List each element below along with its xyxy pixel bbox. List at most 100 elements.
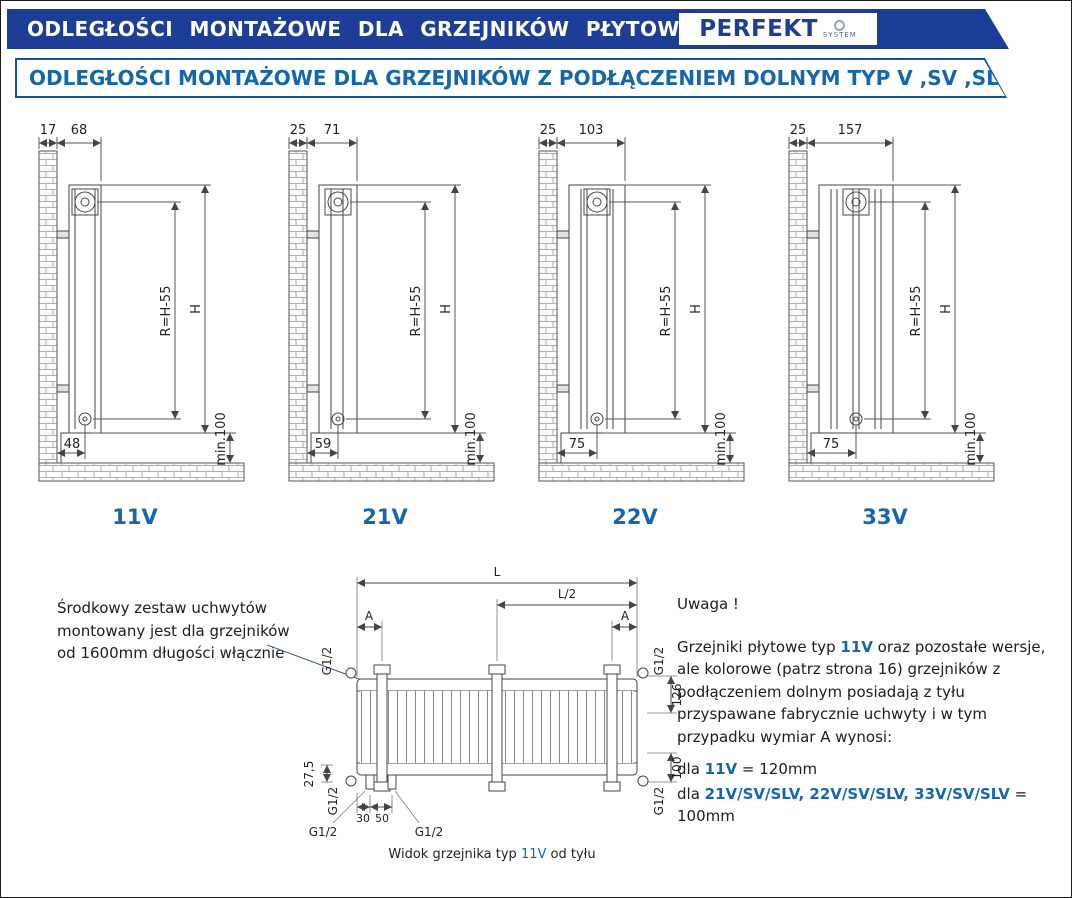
g12-top-left: G1/2: [320, 647, 334, 676]
page-title: ODLEGŁOŚCI MONTAŻOWE DLA GRZEJNIKÓW PŁYT…: [27, 17, 727, 41]
dimension-lines: [288, 137, 486, 463]
mounting-note-line: montowany jest dla grzejników: [57, 621, 290, 640]
diagram-21v-drawing: 25 71 R=H-55 H min.100 59: [288, 123, 495, 482]
dim-wall-offset: 25: [790, 123, 807, 138]
diagram-11v-drawing: 17 68 R=H-55 H min.100 48: [38, 123, 245, 482]
dim-length: L: [494, 565, 501, 579]
main-header: ODLEGŁOŚCI MONTAŻOWE DLA GRZEJNIKÓW PŁYT…: [7, 9, 1009, 49]
radiator-side-view: [306, 184, 358, 463]
diagram-type-label: 21V: [362, 505, 408, 529]
floor: [288, 462, 495, 482]
notes-text: = 100mm: [677, 784, 1028, 826]
dim-r: R=H-55: [159, 286, 174, 337]
brand-mark: SYSTEM: [823, 20, 857, 39]
notes-text: dla: [677, 760, 705, 778]
rear-view-caption: Widok grzejnika typ 11V od tyłu: [267, 847, 717, 862]
dim-min-clearance: min.100: [714, 412, 729, 465]
dim-depth: 103: [579, 123, 604, 138]
mounting-brackets: [373, 664, 621, 792]
dimension-lines: [323, 579, 675, 811]
diagram-type-label: 33V: [862, 505, 908, 529]
dim-depth: 68: [71, 123, 88, 138]
diagram-type-label: 11V: [112, 505, 158, 529]
dim-wall-offset: 17: [40, 123, 57, 138]
dim-a-right: A: [621, 609, 630, 623]
dim-r: R=H-55: [659, 286, 674, 337]
mounting-note-line: Środkowy zestaw uchwytów: [57, 599, 268, 617]
dim-foot: 75: [569, 437, 586, 452]
diagram-column-11v: 17 68 R=H-55 H min.100 48 11V: [25, 123, 275, 529]
notes-title: Uwaga !: [677, 595, 739, 613]
radiator-rear-view: [345, 664, 649, 792]
notes: Uwaga ! Grzejniki płytowe typ 11V oraz p…: [677, 593, 1065, 838]
mounting-note-line: od 1600mm długości włącznie: [57, 644, 285, 662]
notes-line-11v: dla 11V = 120mm: [677, 758, 1065, 781]
radiator-side-view: [56, 184, 102, 463]
g12-bottom-left: G1/2: [326, 787, 340, 816]
dimension-lines: [538, 137, 736, 463]
dim-50: 50: [375, 812, 389, 825]
mounting-note: Środkowy zestaw uchwytów montowany jest …: [57, 597, 290, 665]
radiator-side-view: [806, 184, 894, 463]
dim-foot: 48: [64, 437, 81, 452]
notes-text: Grzejniki płytowe typ: [677, 637, 841, 656]
caption-text: od tyłu: [546, 847, 596, 862]
dim-min-clearance: min.100: [214, 412, 229, 465]
diagram-22v-drawing: 25 103 R=H-55 H min.100 75: [538, 123, 745, 482]
dim-r: R=H-55: [409, 286, 424, 337]
notes-text: oraz pozostałe wersje, ale kolorowe (pat…: [677, 637, 1046, 746]
diagram-type-label: 22V: [612, 505, 658, 529]
floor: [788, 462, 995, 482]
caption-type: 11V: [520, 847, 547, 862]
diagram-row: 17 68 R=H-55 H min.100 48 11V: [25, 123, 1025, 529]
g12-bottom-label-left: G1/2: [309, 825, 338, 839]
wall: [38, 150, 58, 464]
wall: [288, 150, 308, 464]
section-title: ODLEGŁOŚCI MONTAŻOWE DLA GRZEJNIKÓW Z PO…: [29, 66, 1012, 90]
dim-depth: 71: [324, 123, 341, 138]
dim-min-clearance: min.100: [964, 412, 979, 465]
dim-126: 126: [670, 684, 684, 707]
bottom-connection: [387, 774, 397, 790]
dim-275: 27,5: [302, 761, 316, 788]
notes-text: dla: [677, 784, 705, 803]
dim-a-left: A: [365, 609, 374, 623]
diagram-33v-drawing: 25 157 R=H-55 H min.100 75: [788, 123, 995, 482]
dim-min-clearance: min.100: [464, 412, 479, 465]
notes-type-11v: 11V: [840, 637, 873, 656]
wall: [538, 150, 558, 464]
dim-wall-offset: 25: [540, 123, 557, 138]
g12-bottom-label-right: G1/2: [415, 825, 444, 839]
section-header-inner: ODLEGŁOŚCI MONTAŻOWE DLA GRZEJNIKÓW Z PO…: [17, 60, 1005, 96]
notes-paragraph: Grzejniki płytowe typ 11V oraz pozostałe…: [677, 636, 1065, 749]
rear-view: L L/2 A A G1/2 G1/2 126 100 G1/2 27,5 G1…: [266, 561, 717, 862]
notes-text: = 120mm: [737, 760, 818, 778]
bottom-section: Środkowy zestaw uchwytów montowany jest …: [1, 557, 1071, 897]
dim-30: 30: [356, 812, 370, 825]
section-header: ODLEGŁOŚCI MONTAŻOWE DLA GRZEJNIKÓW Z PO…: [15, 58, 1007, 98]
dimension-lines: [788, 137, 986, 463]
dim-half-length: L/2: [558, 587, 576, 601]
radiator-side-view: [556, 184, 626, 463]
dim-foot: 75: [823, 437, 840, 452]
rear-view-drawing: L L/2 A A G1/2 G1/2 126 100 G1/2 27,5 G1…: [266, 565, 684, 839]
g12-bottom-right: G1/2: [652, 787, 666, 816]
notes-line-other-types: dla 21V/SV/SLV, 22V/SV/SLV, 33V/SV/SLV =…: [677, 783, 1065, 828]
bottom-connection: [365, 774, 375, 790]
diagram-column-21v: 25 71 R=H-55 H min.100 59 21V: [275, 123, 525, 529]
dimension-lines: [38, 137, 236, 463]
diagram-column-22v: 25 103 R=H-55 H min.100 75 22V: [525, 123, 775, 529]
floor: [38, 462, 245, 482]
wall: [788, 150, 808, 464]
dim-h: H: [439, 304, 454, 314]
brand-name: PERFEKT: [699, 16, 818, 42]
dim-wall-offset: 25: [290, 123, 307, 138]
dim-h: H: [689, 304, 704, 314]
brand-circle-icon: [834, 20, 845, 31]
g12-top-right: G1/2: [652, 647, 666, 676]
caption-text: Widok grzejnika typ: [388, 847, 521, 862]
dim-r: R=H-55: [909, 286, 924, 337]
dim-h: H: [939, 304, 954, 314]
floor: [538, 462, 745, 482]
